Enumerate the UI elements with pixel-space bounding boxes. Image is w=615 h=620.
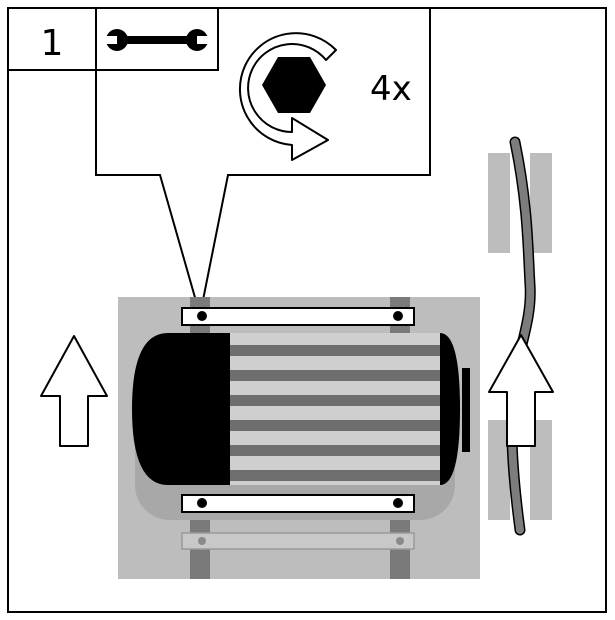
- clamp-bolt-upper-left: [197, 311, 207, 321]
- move-up-arrow-right: [488, 334, 554, 447]
- clamp-bolt-ghost-right: [396, 537, 404, 545]
- clamp-bar-upper: [181, 307, 415, 326]
- clamp-bolt-lower-right: [393, 498, 403, 508]
- motor: [132, 333, 470, 485]
- move-up-arrow-left: [40, 335, 108, 447]
- pulley-pad-upper-right: [530, 153, 552, 253]
- clamp-bolt-lower-left: [197, 498, 207, 508]
- clamp-bar-lower: [181, 494, 415, 513]
- pulley-pad-lower-left: [488, 420, 510, 520]
- clamp-bolt-ghost-left: [198, 537, 206, 545]
- hex-bolt-icon: [262, 57, 326, 113]
- wrench-icon: [103, 29, 211, 51]
- step-number-cell: [7, 7, 97, 71]
- quantity-label: 4x: [370, 69, 412, 109]
- clamp-bar-ghost: [181, 532, 415, 550]
- pulley-pad-upper-left: [488, 153, 510, 253]
- clamp-bolt-upper-right: [393, 311, 403, 321]
- rotate-clockwise-icon: [239, 32, 337, 161]
- step-number: 1: [41, 23, 64, 64]
